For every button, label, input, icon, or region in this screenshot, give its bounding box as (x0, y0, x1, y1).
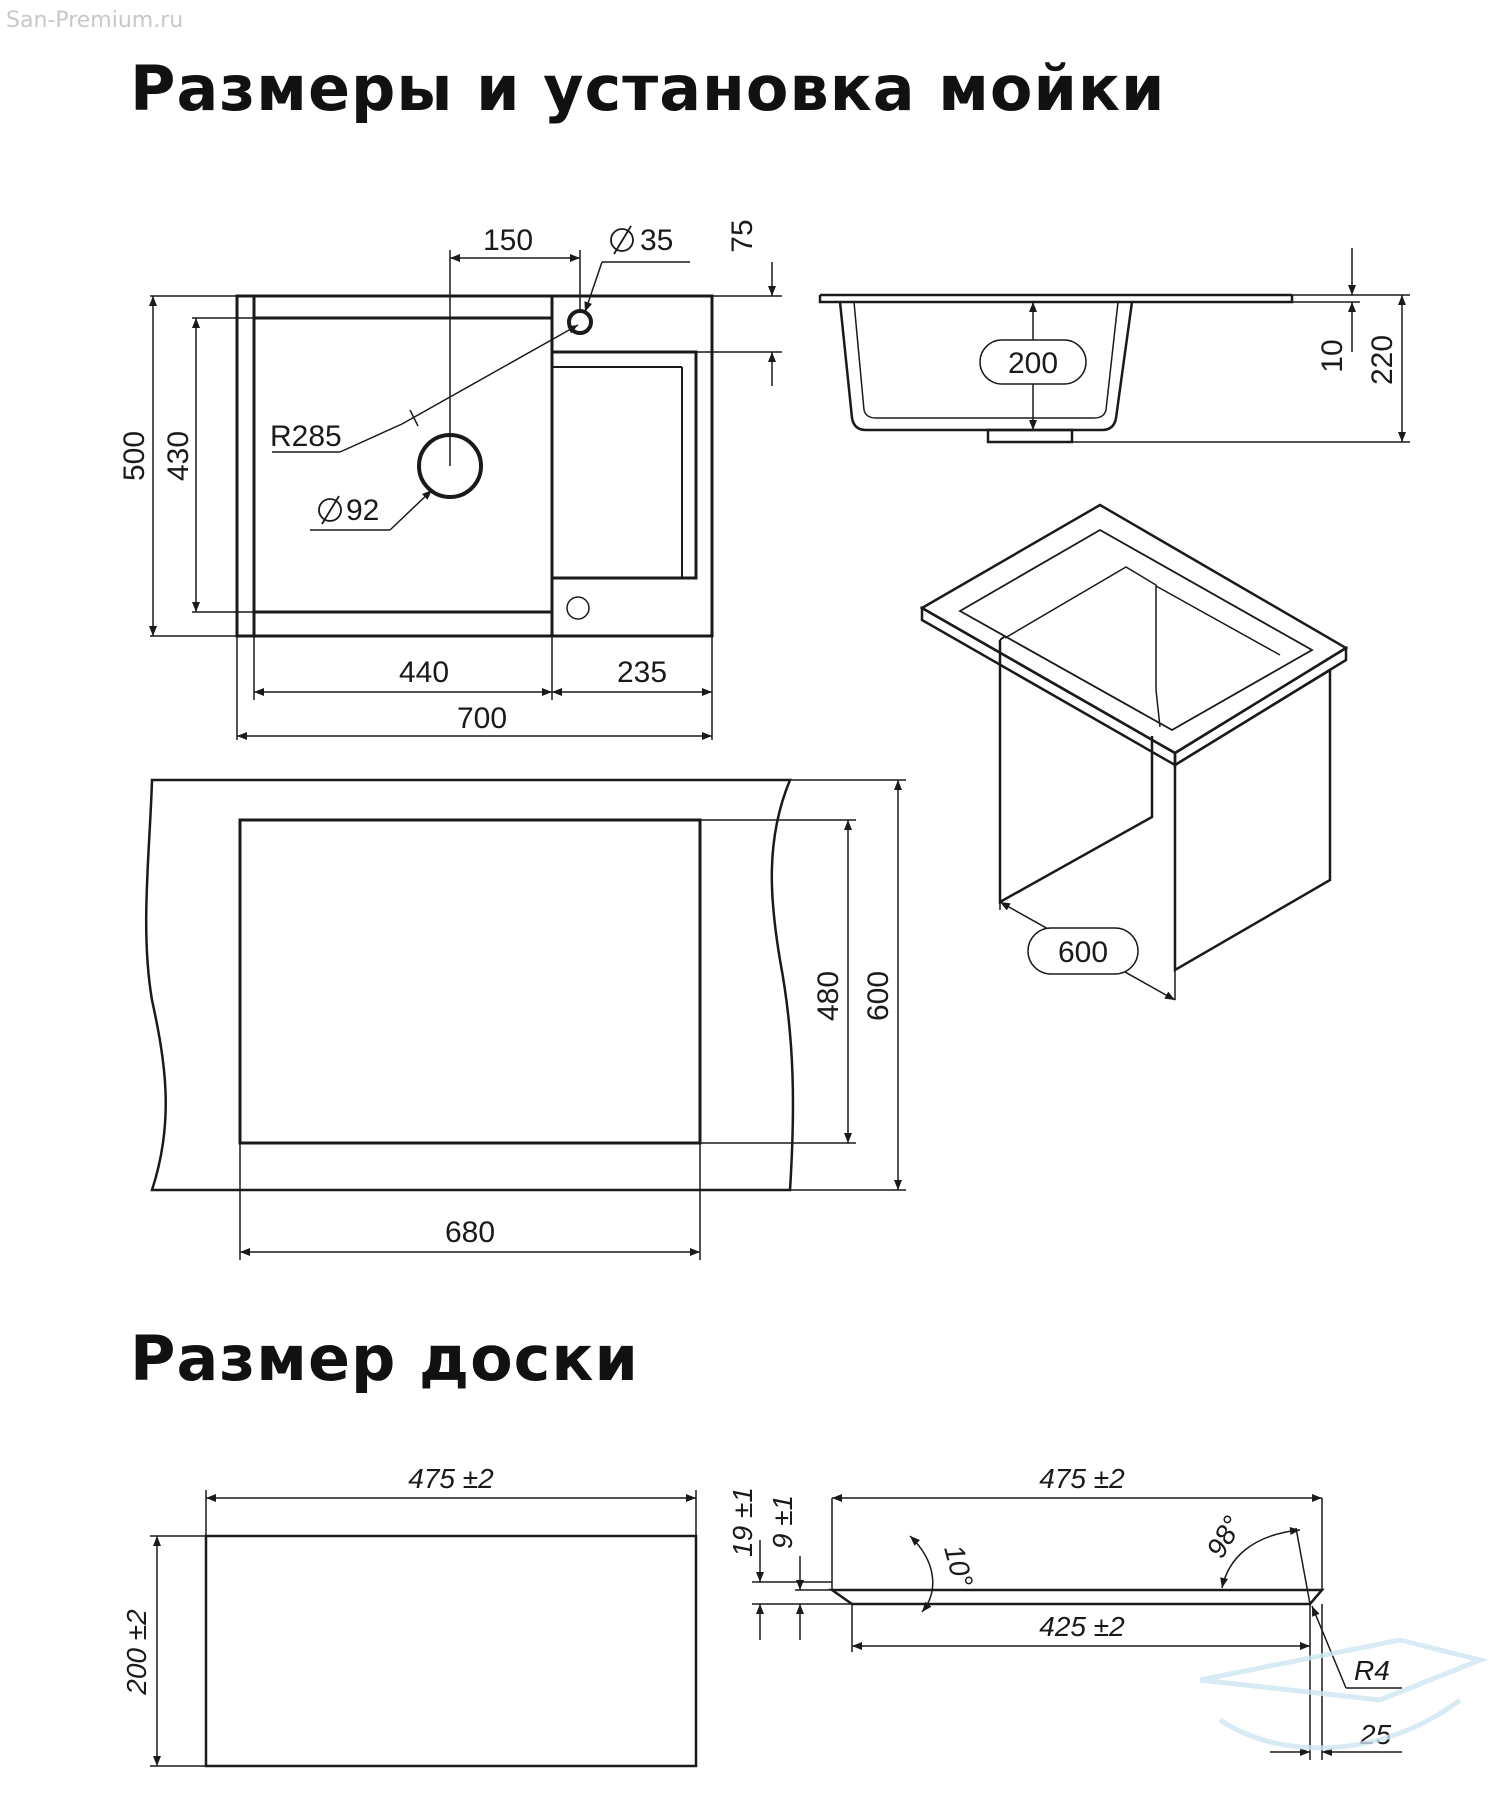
dim-board-200: 200 ±2 (121, 1609, 152, 1696)
board-plan (204, 1534, 698, 1768)
dim-board-475: 475 ±2 (408, 1463, 494, 1494)
dim-iso-600: 600 (1058, 936, 1108, 969)
board-side-view: 475 ±2 19 ±1 9 ±1 10° 98° 425 ±2 R4 25 (727, 1463, 1402, 1760)
countertop (144, 778, 795, 1192)
dim-10: 10 (1316, 339, 1349, 372)
dim-board-9: 9 ±1 (767, 1495, 798, 1549)
dim-220: 220 (1366, 335, 1399, 385)
top-view: 150 35 75 500 430 R285 (118, 219, 782, 740)
dim-board-425: 425 ±2 (1039, 1611, 1125, 1642)
dim-235: 235 (617, 656, 667, 689)
dim-200: 200 (1008, 347, 1058, 380)
dim-680: 680 (445, 1216, 495, 1249)
dim-440: 440 (399, 656, 449, 689)
page-title-board: Размер доски (130, 1322, 639, 1395)
sink-outline (235, 294, 714, 638)
drain-outlet (986, 428, 1074, 444)
angle-98: 98° (1200, 1511, 1248, 1563)
iso-top (919, 503, 1349, 755)
dim-35: 35 (640, 224, 673, 257)
dim-500: 500 (118, 431, 151, 481)
cutout-view: 480 600 680 (144, 778, 906, 1260)
logo-icon (1199, 1637, 1489, 1751)
angle-10: 10° (938, 1542, 979, 1591)
dim-board-side-475: 475 ±2 (1039, 1463, 1125, 1494)
dim-430: 430 (162, 431, 195, 481)
dim-600: 600 (862, 971, 895, 1021)
cutout-hole (238, 818, 702, 1145)
drainboard (550, 350, 698, 580)
side-view: 200 10 220 (818, 248, 1410, 444)
board-top-view: 475 ±2 200 ±2 (121, 1463, 698, 1768)
dim-480: 480 (812, 971, 845, 1021)
dim-r285: R285 (270, 420, 342, 453)
iso-view: 600 (919, 503, 1349, 1001)
diameter-icon (318, 495, 342, 525)
watermark: San-Premium.ru (6, 8, 184, 33)
faucet-hole (567, 309, 593, 335)
iso-front-panel (1173, 667, 1332, 973)
dim-92: 92 (346, 494, 379, 527)
diameter-icon (610, 225, 634, 255)
page-title-sink: Размеры и установка мойки (130, 52, 1166, 125)
dim-75: 75 (726, 219, 759, 252)
dim-700: 700 (457, 702, 507, 735)
dim-board-19: 19 ±1 (727, 1487, 758, 1557)
dim-board-r4: R4 (1354, 1655, 1390, 1686)
board-profile (828, 1588, 1325, 1606)
iso-side-panel (998, 640, 1154, 905)
dim-150: 150 (483, 224, 533, 257)
overflow-hole (566, 596, 590, 620)
